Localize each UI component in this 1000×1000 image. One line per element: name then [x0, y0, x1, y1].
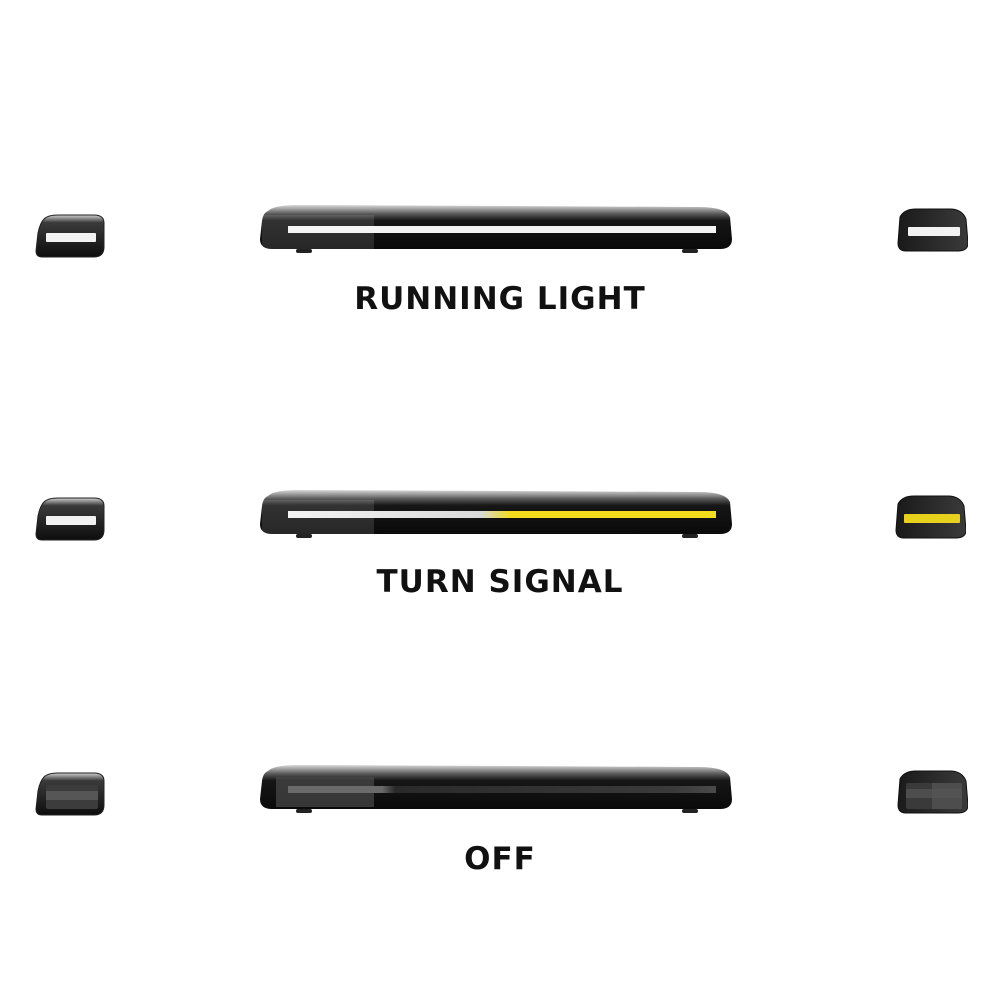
- marker-light-icon: [35, 772, 105, 816]
- mode-row-off: OFF: [0, 755, 1000, 895]
- left-marker-light: [34, 496, 106, 544]
- marker-light-icon: [35, 497, 105, 541]
- right-marker-light: [896, 769, 968, 817]
- center-light-bar: [258, 763, 734, 819]
- mode-row-running-light: RUNNING LIGHT: [0, 195, 1000, 335]
- marker-light-icon: [897, 208, 968, 252]
- right-marker-light: [896, 207, 968, 255]
- light-bar-icon: [260, 765, 732, 813]
- left-marker-light: [34, 213, 106, 261]
- marker-light-icon: [895, 495, 966, 539]
- light-bar-icon: [260, 490, 732, 538]
- right-marker-light: [894, 494, 966, 542]
- marker-light-icon: [897, 770, 968, 814]
- mode-label: RUNNING LIGHT: [354, 281, 646, 317]
- mode-label: TURN SIGNAL: [376, 564, 624, 600]
- center-light-bar: [258, 488, 734, 544]
- mode-label: OFF: [464, 841, 536, 877]
- marker-light-icon: [35, 214, 105, 258]
- left-marker-light: [34, 771, 106, 819]
- light-bar-icon: [260, 205, 732, 253]
- mode-row-turn-signal: TURN SIGNAL: [0, 480, 1000, 620]
- center-light-bar: [258, 203, 734, 259]
